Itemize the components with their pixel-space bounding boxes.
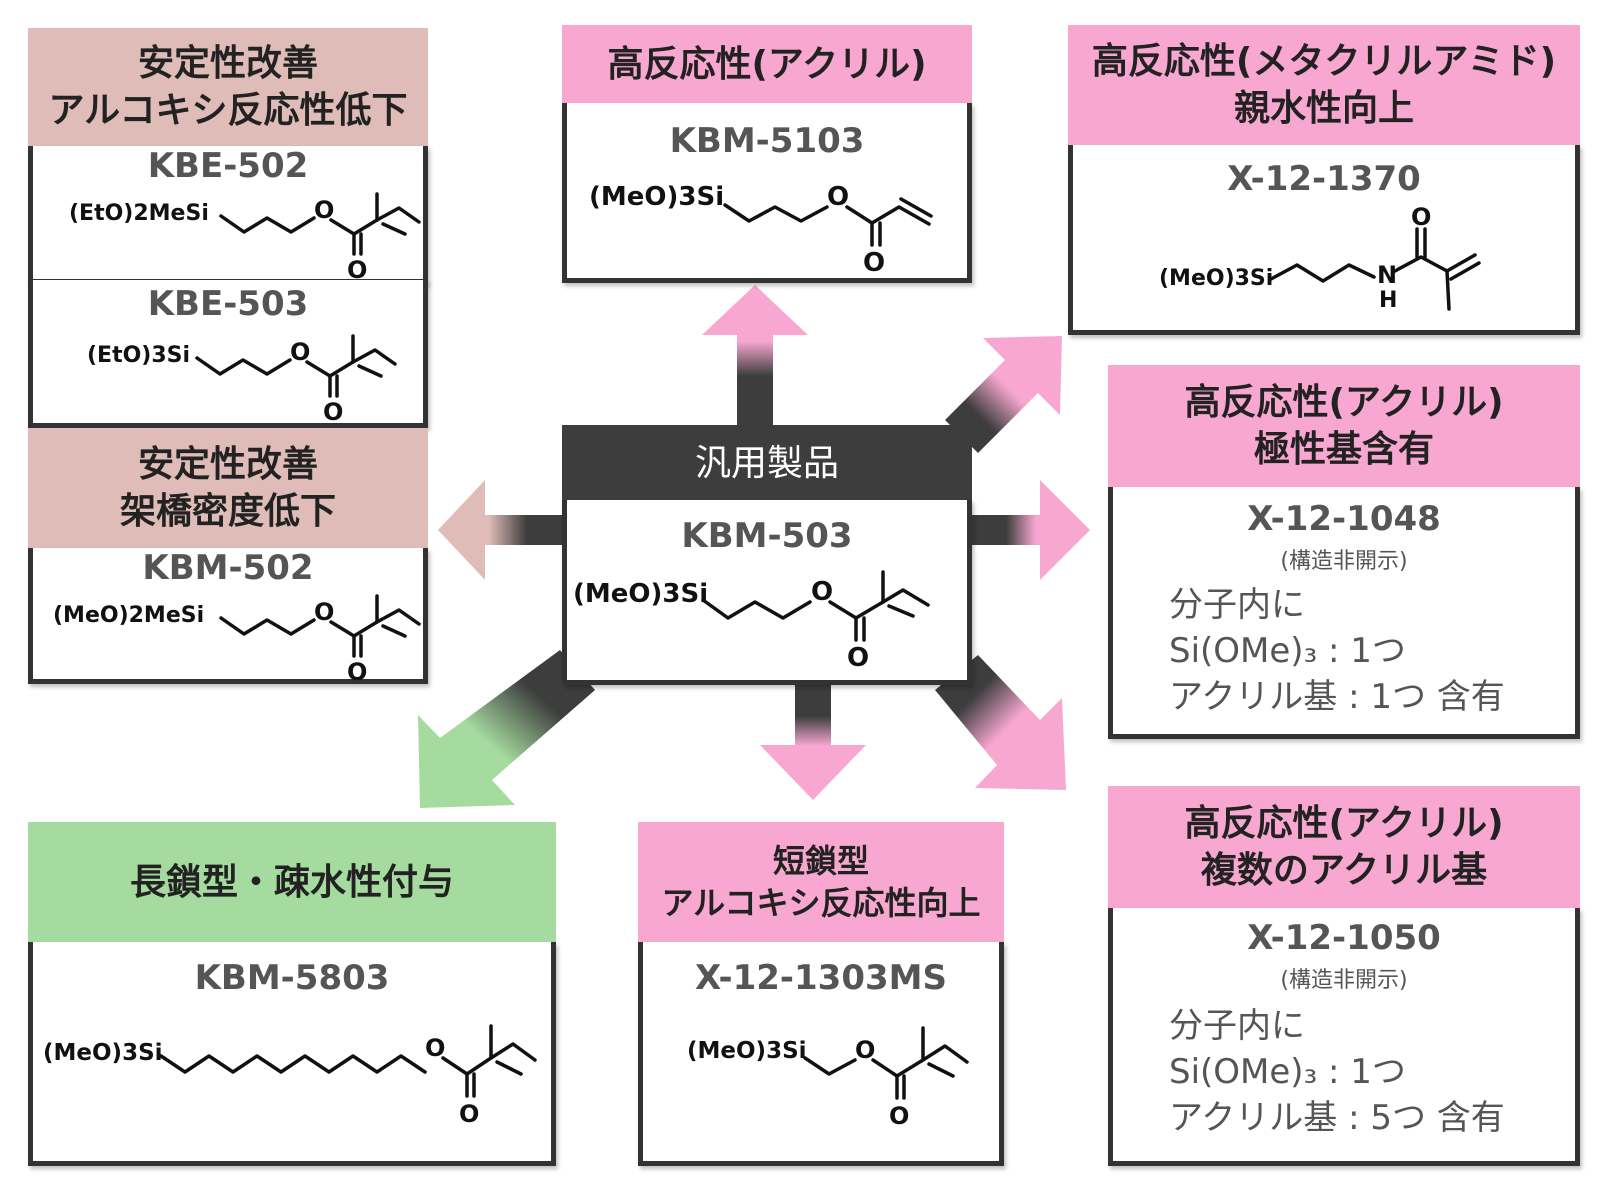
x121370-h-label: H xyxy=(1379,288,1397,313)
x121048-desc-line2: Si(OMe)₃ : 1つ xyxy=(1169,630,1406,671)
svg-text:O: O xyxy=(323,398,343,426)
arrow-down-right xyxy=(935,655,1066,790)
center-card: KBM-503 (MeO)3Si O O xyxy=(562,500,972,685)
kbm5103-code: KBM-5103 xyxy=(669,121,865,161)
x121370-n-label: N xyxy=(1377,261,1397,289)
center-o-label: O xyxy=(811,577,833,607)
x121050-desc-line1: 分子内に xyxy=(1169,1006,1305,1046)
arrow-down xyxy=(760,680,866,800)
center-title: 汎用製品 xyxy=(694,442,839,484)
arrow-up xyxy=(702,285,808,425)
left-top-header: 安定性改善 アルコキシ反応性低下 xyxy=(28,28,428,148)
left-top-card-kbe503: KBE-503 (EtO)3Si O O xyxy=(28,280,428,428)
center-structure: (MeO)3Si O O xyxy=(573,570,930,673)
kbe502-formula: (EtO)2MeSi xyxy=(69,201,209,226)
kbe502-structure: (EtO)2MeSi O O xyxy=(69,192,421,284)
center-code: KBM-503 xyxy=(681,516,853,556)
x121048-note: (構造非開示) xyxy=(1280,549,1408,574)
top-center-card: KBM-5103 (MeO)3Si O O xyxy=(562,103,972,283)
kbe503-formula: (EtO)3Si xyxy=(87,343,190,368)
x121048-description: 分子内に Si(OMe)₃ : 1つ アクリル基 : 1つ 含有 xyxy=(1169,583,1505,721)
svg-text:O: O xyxy=(847,643,869,673)
svg-text:O: O xyxy=(889,1102,909,1130)
kbe502-code: KBE-502 xyxy=(147,146,309,186)
kbm5803-structure: (MeO)3Si O O xyxy=(43,1024,537,1128)
bottom-right-card: X-12-1050 (構造非開示) 分子内に Si(OMe)₃ : 1つ アクリ… xyxy=(1108,908,1580,1166)
top-right-header-line1: 高反応性(メタクリルアミド) xyxy=(1091,41,1557,83)
x121303ms-formula: (MeO)3Si xyxy=(687,1038,807,1064)
x121048-desc-line3: アクリル基 : 1つ 含有 xyxy=(1169,676,1505,717)
x121050-desc-line3: アクリル基 : 5つ 含有 xyxy=(1169,1097,1505,1138)
x121050-code: X-12-1050 xyxy=(1247,918,1441,958)
kbm5803-code: KBM-5803 xyxy=(194,958,390,998)
left-top-header-line1: 安定性改善 xyxy=(137,43,318,85)
svg-text:O: O xyxy=(863,248,885,278)
arrow-up-right xyxy=(945,336,1062,453)
x121050-desc-line2: Si(OMe)₃ : 1つ xyxy=(1169,1051,1406,1092)
bottom-center-header-line2: アルコキシ反応性向上 xyxy=(661,884,981,922)
x121303ms-code: X-12-1303MS xyxy=(695,958,947,998)
mid-right-header: 高反応性(アクリル) 極性基含有 xyxy=(1108,365,1580,489)
kbe503-structure: (EtO)3Si O O xyxy=(87,334,397,426)
kbe503-code: KBE-503 xyxy=(147,284,309,324)
kbm5103-structure: (MeO)3Si O O xyxy=(589,182,933,278)
arrow-right xyxy=(970,480,1090,580)
bottom-center-card: X-12-1303MS (MeO)3Si O O xyxy=(638,942,1004,1166)
x121050-note: (構造非開示) xyxy=(1280,968,1408,993)
x121303ms-structure: (MeO)3Si O O xyxy=(687,1026,969,1130)
kbm502-code: KBM-502 xyxy=(142,548,314,588)
svg-text:O: O xyxy=(290,338,310,366)
bottom-left-header: 長鎖型・疎水性付与 xyxy=(28,822,556,944)
arrow-down-left xyxy=(418,650,595,808)
svg-text:O: O xyxy=(1411,203,1431,231)
left-mid-card: KBM-502 (MeO)2MeSi O O xyxy=(28,548,428,686)
left-mid-header-line2: 架橋密度低下 xyxy=(119,491,336,532)
arrow-left xyxy=(438,480,565,580)
svg-text:O: O xyxy=(347,256,367,284)
x121048-code: X-12-1048 xyxy=(1247,499,1441,539)
center-formula: (MeO)3Si xyxy=(573,579,708,609)
mid-right-header-line1: 高反応性(アクリル) xyxy=(1184,382,1504,424)
bottom-right-header-line2: 複数のアクリル基 xyxy=(1200,850,1488,891)
kbm5103-formula: (MeO)3Si xyxy=(589,182,724,212)
bottom-center-header-line1: 短鎖型 xyxy=(772,842,869,881)
kbm5803-formula: (MeO)3Si xyxy=(43,1040,163,1066)
x121370-structure: (MeO)3Si N H O xyxy=(1159,203,1481,313)
bottom-center-header: 短鎖型 アルコキシ反応性向上 xyxy=(638,822,1004,944)
svg-text:O: O xyxy=(314,598,334,626)
bottom-left-card: KBM-5803 (MeO)3Si O O xyxy=(28,942,556,1166)
kbm502-formula: (MeO)2MeSi xyxy=(53,603,204,628)
top-right-header-line2: 親水性向上 xyxy=(1233,88,1414,129)
svg-text:O: O xyxy=(855,1036,875,1064)
bottom-right-header-line1: 高反応性(アクリル) xyxy=(1184,803,1504,845)
center-header: 汎用製品 xyxy=(562,425,972,503)
top-right-header: 高反応性(メタクリルアミド) 親水性向上 xyxy=(1068,25,1580,147)
svg-text:O: O xyxy=(314,196,334,224)
svg-text:O: O xyxy=(827,182,849,212)
x121050-description: 分子内に Si(OMe)₃ : 1つ アクリル基 : 5つ 含有 xyxy=(1169,1004,1505,1142)
svg-text:O: O xyxy=(459,1100,479,1128)
left-mid-header-line1: 安定性改善 xyxy=(137,444,318,486)
left-top-header-line2: アルコキシ反応性低下 xyxy=(48,90,408,131)
svg-text:O: O xyxy=(425,1034,445,1062)
x121370-code: X-12-1370 xyxy=(1227,159,1421,199)
bottom-left-header-line1: 長鎖型・疎水性付与 xyxy=(129,861,454,903)
left-top-card-kbe502: KBE-502 (EtO)2MeSi O O xyxy=(28,146,428,284)
x121048-desc-line1: 分子内に xyxy=(1169,585,1305,625)
top-center-header: 高反応性(アクリル) xyxy=(562,25,972,105)
bottom-right-header: 高反応性(アクリル) 複数のアクリル基 xyxy=(1108,786,1580,910)
svg-text:O: O xyxy=(347,658,367,686)
top-right-card: X-12-1370 (MeO)3Si N H O xyxy=(1068,145,1580,335)
mid-right-card: X-12-1048 (構造非開示) 分子内に Si(OMe)₃ : 1つ アクリ… xyxy=(1108,487,1580,739)
top-center-header-line1: 高反応性(アクリル) xyxy=(607,43,927,85)
x121370-formula: (MeO)3Si xyxy=(1159,266,1273,291)
kbm502-structure: (MeO)2MeSi O O xyxy=(53,594,421,686)
mid-right-header-line2: 極性基含有 xyxy=(1253,429,1434,470)
left-mid-header: 安定性改善 架橋密度低下 xyxy=(28,428,428,550)
